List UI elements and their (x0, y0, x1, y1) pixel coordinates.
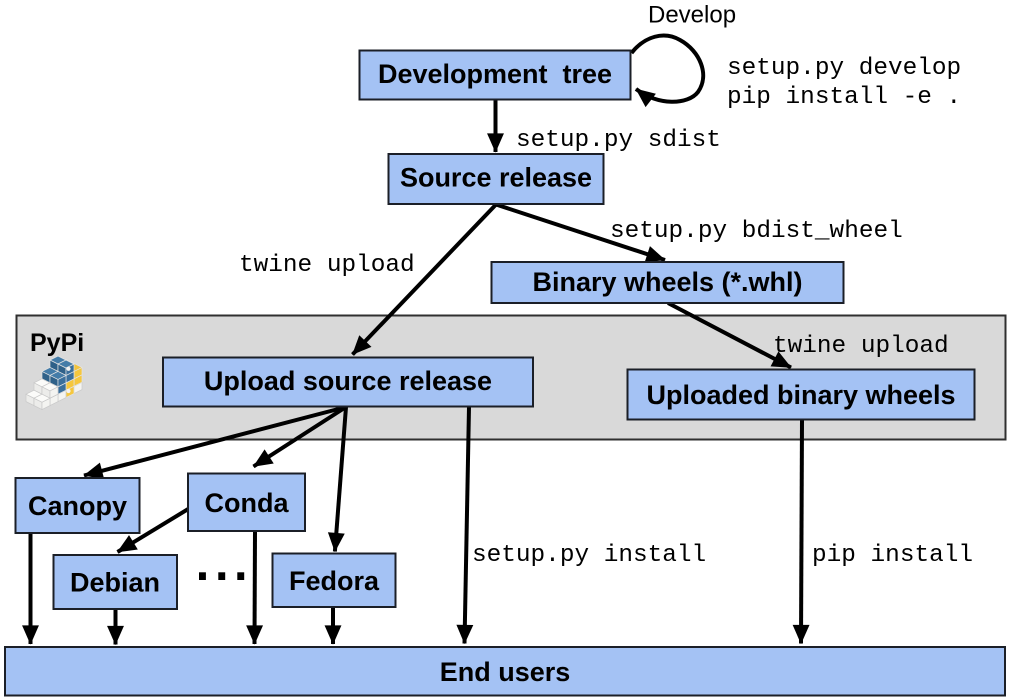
svg-text:PyPi: PyPi (30, 329, 84, 357)
svg-text:setup.py develop: setup.py develop (727, 55, 961, 82)
svg-text:setup.py bdist_wheel: setup.py bdist_wheel (610, 218, 903, 245)
svg-text:setup.py install: setup.py install (472, 542, 706, 569)
svg-text:End users: End users (440, 657, 571, 687)
svg-text:twine upload: twine upload (239, 252, 415, 279)
svg-text:Development tree: Development tree (378, 59, 612, 89)
svg-text:Develop: Develop (648, 2, 736, 29)
svg-text:setup.py sdist: setup.py sdist (516, 127, 721, 154)
svg-text:Debian: Debian (70, 568, 160, 598)
svg-text:Source release: Source release (400, 163, 592, 193)
svg-text:pip install: pip install (812, 542, 973, 569)
svg-text:pip install -e .: pip install -e . (727, 84, 961, 111)
svg-text:Fedora: Fedora (289, 566, 380, 596)
svg-text:Upload source release: Upload source release (204, 366, 492, 396)
svg-text:Uploaded binary wheels: Uploaded binary wheels (646, 380, 955, 410)
svg-text:Canopy: Canopy (28, 491, 127, 521)
svg-text:Conda: Conda (205, 488, 290, 518)
svg-text:twine upload: twine upload (773, 333, 949, 360)
svg-text:Binary wheels (*.whl): Binary wheels (*.whl) (532, 267, 802, 297)
